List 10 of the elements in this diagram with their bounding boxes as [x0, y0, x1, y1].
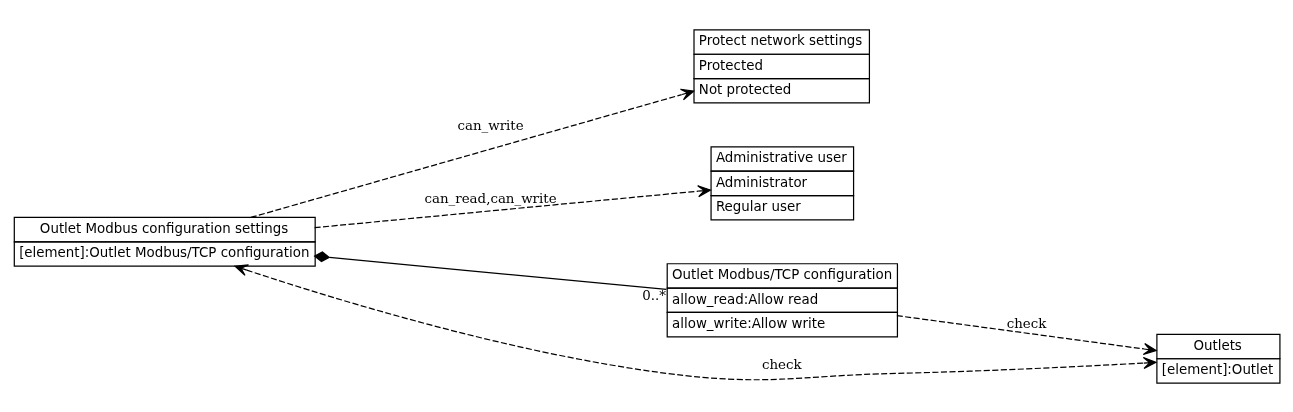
arrow	[314, 184, 711, 228]
edge-label: can_write	[457, 117, 524, 133]
arrow	[250, 88, 695, 218]
arrow	[234, 263, 1157, 380]
edge-label: check	[1006, 315, 1047, 331]
arrow	[896, 314, 1157, 355]
edge-label: check	[761, 356, 802, 372]
edge-label: 0..*	[642, 287, 666, 303]
connector	[313, 250, 667, 290]
edge-label: can_read,can_write	[424, 190, 557, 206]
